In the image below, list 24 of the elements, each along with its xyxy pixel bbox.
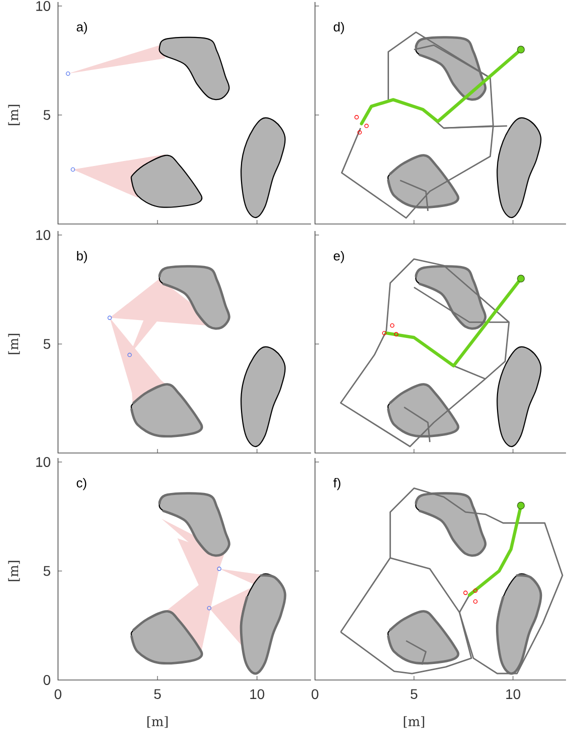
panel-label: e) (334, 250, 344, 264)
tick-label: 5 (154, 689, 161, 699)
panel-label: d) (334, 22, 344, 34)
tick-label: 5 (410, 689, 418, 699)
axis-label: [m] (147, 716, 168, 728)
axis-label: [m] (8, 104, 20, 126)
tick-label: 10 (250, 689, 264, 700)
tick-label: 0 (54, 689, 62, 700)
panel-label: b) (77, 250, 87, 264)
axis-label: [m] (8, 334, 20, 354)
tick-label: 0 (44, 675, 50, 685)
tick-label: 10 (36, 1, 50, 11)
tick-label: 5 (44, 566, 50, 576)
tick-label: 10 (36, 457, 50, 467)
tick-label: 10 (506, 689, 520, 700)
axis-label: [m] (404, 716, 424, 728)
tick-label: 10 (36, 230, 50, 240)
panel-label: a) (76, 22, 87, 34)
panel-label: f) (333, 478, 340, 490)
tick-label: 0 (312, 689, 318, 700)
panel-label: c) (76, 478, 86, 490)
tick-label: 5 (44, 339, 50, 349)
tick-label: 5 (44, 110, 50, 120)
axis-label: [m] (8, 560, 20, 582)
